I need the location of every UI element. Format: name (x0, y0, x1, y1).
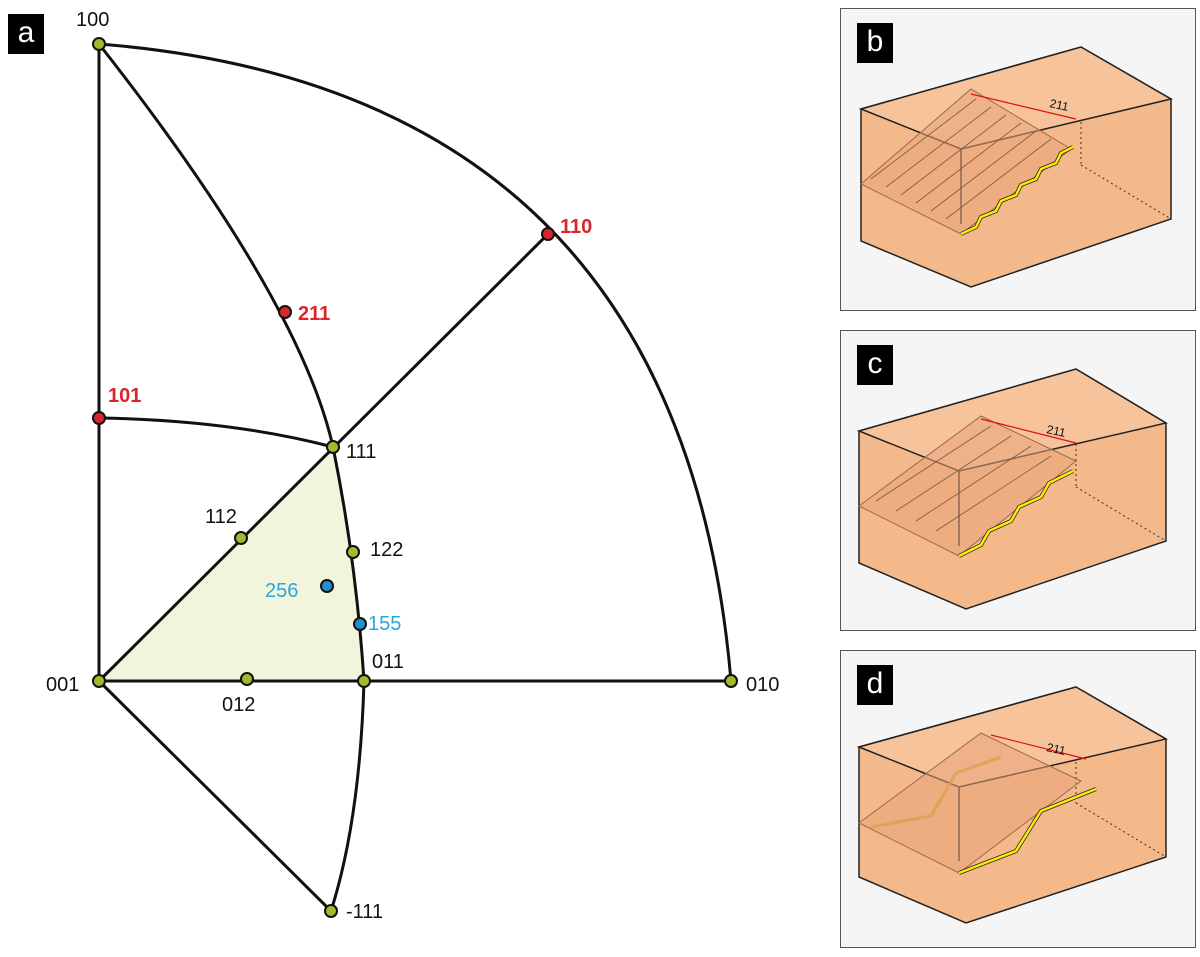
arc-101-111 (98, 416, 334, 449)
pole-marker-111 (326, 440, 340, 454)
pole-marker-101 (92, 411, 106, 425)
panel-c: 211 c (840, 330, 1196, 631)
arc-100-111-011 (97, 43, 366, 912)
pole-marker-001 (92, 674, 106, 688)
pole-label-012: 012 (222, 694, 255, 716)
pole-marker-011 (357, 674, 371, 688)
panel-label-d: d (857, 665, 893, 705)
pole-label-256: 256 (265, 580, 298, 602)
stereographic-projection: 100 001 010 110 211 101 111 112 122 256 155 011 012 -… (46, 9, 779, 923)
pole-label-001: 001 (46, 674, 79, 696)
arc-100-010 (98, 42, 733, 682)
panel-label-b: b (857, 23, 893, 63)
pole-marker-211 (278, 305, 292, 319)
plane-label: 211 (1045, 740, 1067, 758)
pole-marker--111 (324, 904, 338, 918)
pole-marker-256 (320, 579, 334, 593)
pole-marker-012 (240, 672, 254, 686)
block-diagram-c: 211 (856, 368, 1168, 610)
line-001-110 (97, 232, 550, 683)
panel-b: 211 b (840, 8, 1196, 311)
pole-label-211: 211 (298, 303, 330, 325)
pole-label--111: -111 (346, 901, 383, 923)
pole-label-122: 122 (370, 539, 403, 561)
pole-marker-155 (353, 617, 367, 631)
pole-label-100: 100 (76, 9, 109, 31)
block-diagram-d: 211 (856, 686, 1169, 924)
line-001-m111 (97, 679, 333, 913)
pole-label-110: 110 (560, 216, 592, 238)
panel-label-a: a (8, 14, 44, 54)
plane-label: 211 (1048, 96, 1070, 114)
block-diagram-b: 211 (858, 46, 1174, 288)
panel-d: 211 d (840, 650, 1196, 948)
pole-marker-010 (724, 674, 738, 688)
pole-label-112: 112 (205, 506, 237, 528)
pole-marker-100 (92, 37, 106, 51)
standard-triangle (99, 447, 364, 681)
pole-label-101: 101 (108, 385, 141, 407)
plane-label: 211 (1045, 422, 1067, 440)
pole-marker-112 (234, 531, 248, 545)
pole-label-111: 111 (346, 441, 376, 463)
pole-marker-110 (541, 227, 555, 241)
pole-label-011: 011 (372, 651, 404, 673)
pole-marker-122 (346, 545, 360, 559)
panel-label-c: c (857, 345, 893, 385)
pole-label-010: 010 (746, 674, 779, 696)
pole-label-155: 155 (368, 613, 401, 635)
